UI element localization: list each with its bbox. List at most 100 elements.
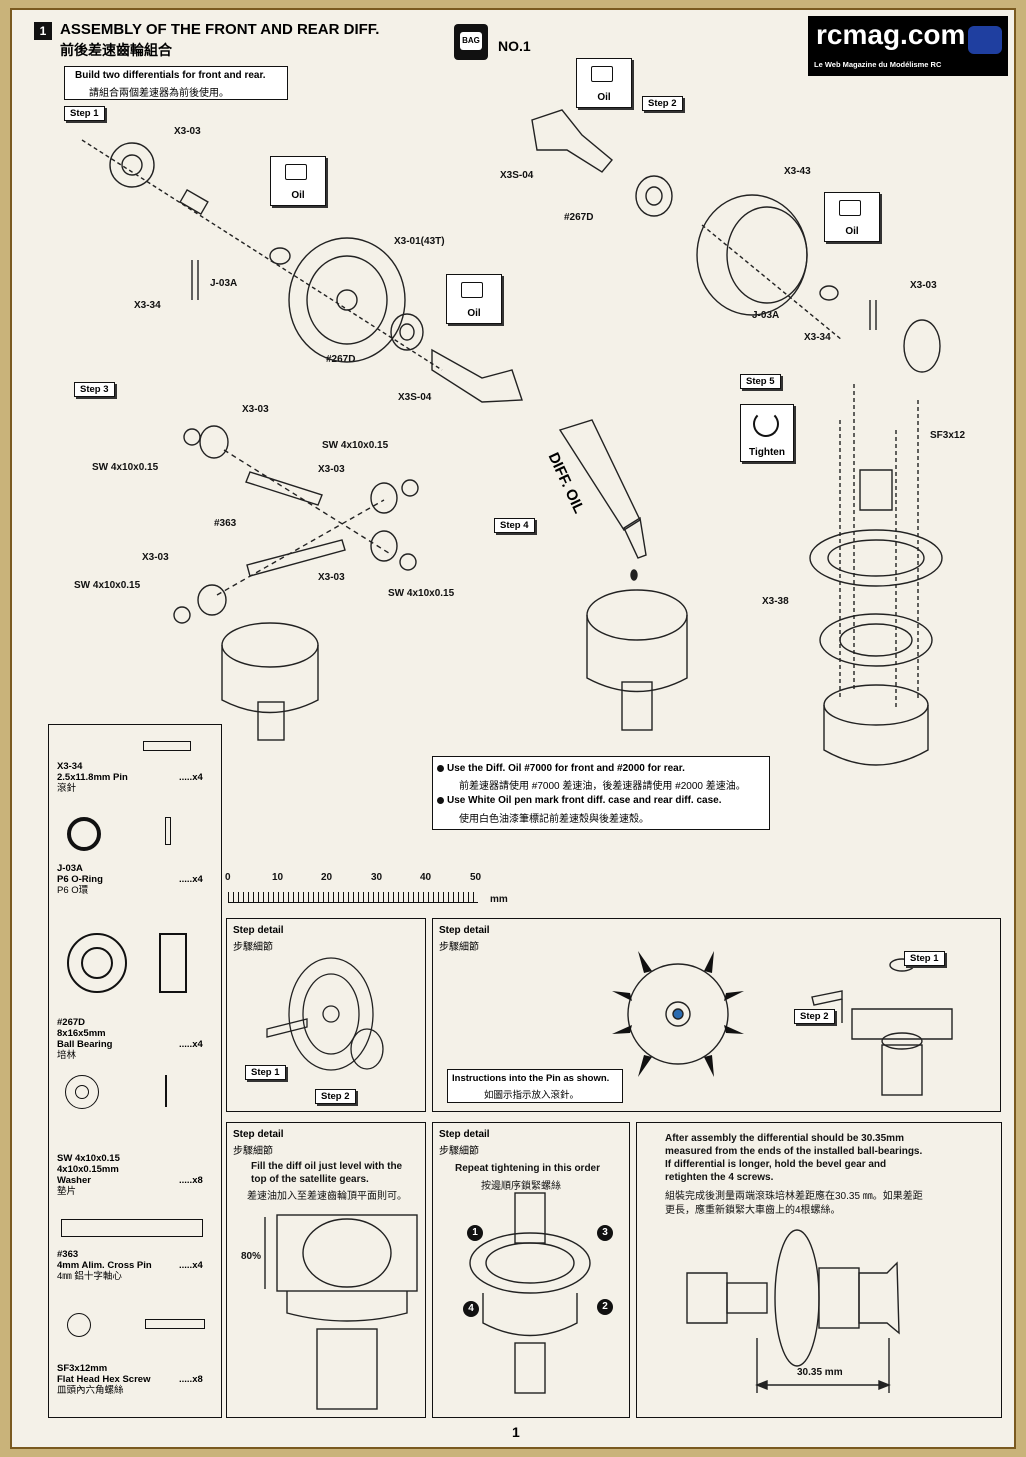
step-5-label: Step 5	[740, 374, 781, 389]
step-3-label: Step 3	[74, 382, 115, 397]
order-badge-1: 1	[467, 1225, 483, 1241]
part-label-sw-a: SW 4x10x0.15	[92, 462, 159, 473]
order-badge-2: 2	[597, 1299, 613, 1315]
part-label-x3-03-f: X3-03	[318, 572, 345, 583]
detail-panel-title-cn: 步驟細節	[233, 942, 273, 953]
detail-6-dimension: 30.35 mm	[797, 1367, 843, 1378]
detail-panel-title-cn: 步驟細節	[439, 942, 479, 953]
tighten-text: Tighten	[749, 447, 785, 458]
part-label-x3-01: X3-01(43T)	[394, 236, 445, 247]
page-number: 1	[512, 1424, 520, 1440]
detail-3-step-1: Step 1	[904, 951, 945, 966]
detail-2-caption: Instructions into the Pin as shown.	[452, 1073, 610, 1084]
cross-pin-icon	[61, 1219, 203, 1237]
step-2-label: Step 2	[642, 96, 683, 111]
part-label-x3-34-b: X3-34	[804, 332, 831, 343]
bearing-side-icon	[159, 933, 187, 993]
detail-panel-title-cn: 步驟細節	[439, 1146, 479, 1157]
order-badge-4: 4	[463, 1301, 479, 1317]
screw-head-icon	[67, 1313, 91, 1337]
detail-panel-title: Step detail	[439, 925, 490, 936]
note-bullet-1	[437, 765, 444, 772]
detail-5-text-cn: 按邊順序鎖緊螺絲	[481, 1181, 561, 1192]
oil-callout-1: Oil	[270, 156, 326, 206]
oil-callout-3: Oil	[576, 58, 632, 108]
detail-panel-title: Step detail	[233, 1129, 284, 1140]
part-label-x3s-04-a: X3S-04	[398, 392, 432, 403]
detail-2-caption-box: Instructions into the Pin as shown. 如圖示指…	[447, 1069, 623, 1103]
detail-panel-4: Step detail 步驟細節 Fill the diff oil just …	[226, 1122, 426, 1418]
part-label-x3-43: X3-43	[784, 166, 811, 177]
screw-side-icon	[145, 1319, 205, 1329]
detail-4-text-2: top of the satellite gears.	[251, 1174, 369, 1185]
bag-number: NO.1	[498, 38, 531, 54]
logo-tagline: Le Web Magazine du Modélisme RC	[814, 60, 942, 69]
ruler-tick-20: 20	[321, 872, 333, 883]
detail-2-caption-cn: 如圖示指示放入滾針。	[484, 1090, 580, 1101]
page-title-cn: 前後差速齒輪組合	[60, 42, 172, 58]
tighten-callout: Tighten	[740, 404, 794, 462]
intro-box: Build two differentials for front and re…	[64, 66, 288, 100]
detail-1-step-2: Step 2	[315, 1089, 356, 1104]
exploded-diagram-art	[81, 109, 943, 766]
note-1: Use the Diff. Oil #7000 for front and #2…	[447, 763, 685, 774]
ruler-tick-10: 10	[272, 872, 284, 883]
rotate-icon	[753, 411, 779, 437]
oil-can-icon	[461, 282, 483, 298]
order-badge-3: 3	[597, 1225, 613, 1241]
ruler-tick-0: 0	[225, 872, 231, 883]
part-label-sw-c: SW 4x10x0.15	[74, 580, 141, 591]
part-label-x3-38: X3-38	[762, 596, 789, 607]
part-label-267d-a: #267D	[326, 354, 356, 365]
detail-6-art	[686, 1229, 900, 1393]
part-label-j-03a-a: J-03A	[210, 278, 238, 289]
detail-5-text: Repeat tightening in this order	[455, 1163, 601, 1174]
detail-3-step-2: Step 2	[794, 1009, 835, 1024]
ruler-unit: mm	[490, 894, 508, 905]
o-ring-side-icon	[165, 817, 171, 845]
pin-icon	[143, 741, 191, 751]
detail-6-text-4: retighten the 4 screws.	[665, 1172, 774, 1183]
detail-1-step-1: Step 1	[245, 1065, 286, 1080]
part-label-sf3x12: SF3x12	[930, 430, 966, 441]
note-2-cn: 使用白色油漆筆標記前差速殼與後差速殼。	[459, 814, 649, 825]
detail-4-percent: 80%	[241, 1251, 262, 1262]
section-number-badge: 1	[34, 22, 52, 40]
detail-panel-title: Step detail	[233, 925, 284, 936]
detail-panel-3: Step 1 Step 2	[612, 918, 1001, 1112]
detail-1-gear-art	[266, 957, 384, 1071]
detail-panel-2: Step detail 步驟細節 Instructions into the P…	[432, 918, 629, 1112]
ruler-tick-30: 30	[371, 872, 383, 883]
bag-icon: BAG	[454, 24, 488, 60]
part-label-x3-03-a: X3-03	[174, 126, 201, 137]
part-label-x3-03-d: X3-03	[318, 464, 345, 475]
notes-box: Use the Diff. Oil #7000 for front and #2…	[432, 756, 770, 830]
detail-panel-5: Step detail 步驟細節 Repeat tightening in th…	[432, 1122, 630, 1418]
part-label-j-03a-b: J-03A	[752, 310, 780, 321]
part-label-x3-03-b: X3-03	[910, 280, 937, 291]
detail-panel-6: After assembly the differential should b…	[636, 1122, 1002, 1418]
detail-4-text-1: Fill the diff oil just level with the	[251, 1161, 403, 1172]
detail-6-text-cn-1: 組裝完成後測量兩端滾珠培林差距應在30.35 ㎜。如果差距	[665, 1191, 923, 1202]
note-bullet-2	[437, 797, 444, 804]
ruler-tick-50: 50	[470, 872, 482, 883]
oil-can-icon	[839, 200, 861, 216]
page-title: ASSEMBLY OF THE FRONT AND REAR DIFF.	[60, 21, 380, 38]
step-4-label: Step 4	[494, 518, 535, 533]
detail-panel-title-cn: 步驟細節	[233, 1146, 273, 1157]
detail-6-text-2: measured from the ends of the installed …	[665, 1146, 923, 1157]
oil-callout-2: Oil	[446, 274, 502, 324]
part-label-363: #363	[214, 518, 237, 529]
detail-6-text-cn-2: 更長，應重新鎖緊大車齒上的4根螺絲。	[665, 1205, 841, 1216]
o-ring-icon	[67, 817, 101, 851]
detail-6-text-3: If differential is longer, hold the beve…	[665, 1159, 887, 1170]
ruler-scale	[228, 892, 478, 903]
intro-text-cn: 請組合兩個差速器為前後使用。	[89, 88, 229, 99]
step-1-label: Step 1	[64, 106, 105, 121]
